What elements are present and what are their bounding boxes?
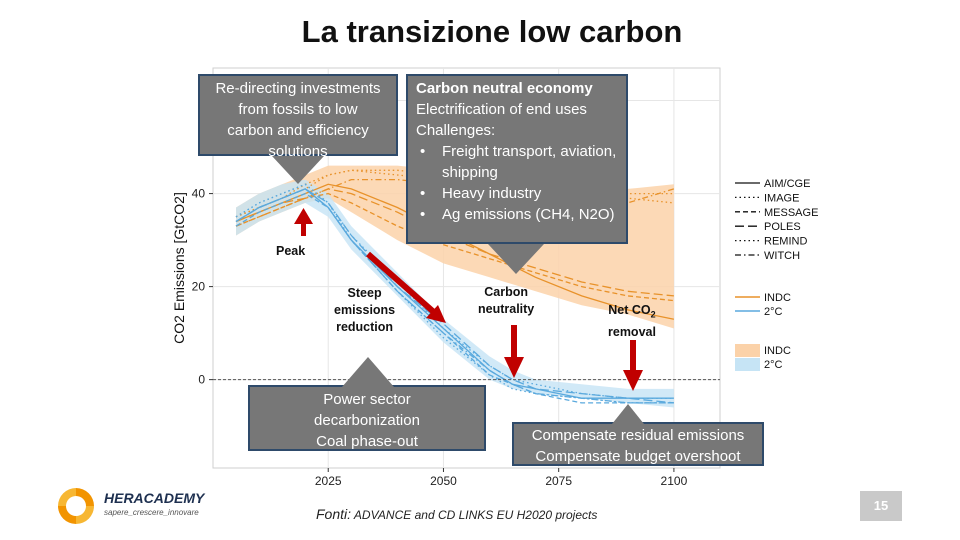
legend-model-label: WITCH <box>764 250 800 262</box>
heracademy-logo-icon <box>58 488 94 524</box>
indc-series-poles <box>235 188 674 297</box>
callout-line: Re-directing investments <box>215 80 381 97</box>
slide-title: La transizione low carbon <box>301 14 683 49</box>
annotation-line: Steep <box>347 286 382 300</box>
callout-line: Electrification of end uses <box>416 101 587 118</box>
callout-line: carbon and efficiency <box>227 122 369 139</box>
callout-line: from fossils to low <box>238 101 358 118</box>
annotation-line: removal <box>608 324 656 339</box>
y-tick-label: 20 <box>192 280 206 294</box>
callout-line: Challenges: <box>416 122 496 139</box>
challenges-list: Freight transport, aviation, shipping He… <box>416 141 618 225</box>
carbon-neutrality-arrow <box>504 325 524 378</box>
challenge-item: Freight transport, aviation, shipping <box>420 141 618 183</box>
callout-pointer <box>342 357 394 387</box>
challenge-item: Ag emissions (CH4, N2O) <box>420 204 618 225</box>
callout-line: decarbonization <box>314 412 420 429</box>
arrow-layer <box>294 208 643 391</box>
net-removal-arrow <box>623 340 643 391</box>
logo-name: HERACADEMY <box>104 490 205 506</box>
annotation-net-co2-removal: Net CO2 removal <box>608 302 656 341</box>
callout-line: Coal phase-out <box>316 433 418 450</box>
legend-model-label: IMAGE <box>764 192 799 204</box>
callout-carbon-neutral-economy: Carbon neutral economy Electrification o… <box>406 74 628 274</box>
page-number: 15 <box>860 491 902 521</box>
annotation-peak: Peak <box>276 244 306 258</box>
annotation-line: neutrality <box>478 302 535 316</box>
callout-line: Compensate residual emissions <box>531 427 745 444</box>
legend-range-label: 2°C <box>764 359 783 371</box>
x-tick-label: 2050 <box>430 474 457 488</box>
x-tick-label: 2100 <box>661 474 688 488</box>
legend-range-key <box>735 358 760 371</box>
y-tick-label: 0 <box>198 373 205 387</box>
legend-model-label: MESSAGE <box>764 207 818 219</box>
legend-scenario-label: INDC <box>764 292 791 304</box>
legend-scenario-label: 2°C <box>764 306 783 318</box>
annotation-line: emissions <box>334 303 396 317</box>
challenge-item: Heavy industry <box>420 183 618 204</box>
y-tick-label: 40 <box>192 187 206 201</box>
x-tick-label: 2075 <box>545 474 572 488</box>
steep-reduction-arrow <box>366 251 446 323</box>
sources-prefix: Fonti: <box>316 506 352 522</box>
callout-pointer <box>612 404 644 424</box>
annotation-line: Carbon <box>484 285 528 299</box>
annotation-text: Net CO <box>608 303 651 317</box>
two-degree-series-witch <box>235 188 674 404</box>
legend-range-label: INDC <box>764 345 791 357</box>
annotation-carbon-neutrality: Carbon neutrality <box>478 284 534 318</box>
callout-line: Compensate budget overshoot <box>535 448 741 465</box>
callout-line: solutions <box>268 143 328 160</box>
sources-note: Fonti: ADVANCE and CD LINKS EU H2020 pro… <box>316 506 597 522</box>
annotation-line: Net CO2 <box>608 302 656 324</box>
x-tick-label: 2025 <box>315 474 342 488</box>
sources-text: ADVANCE and CD LINKS EU H2020 projects <box>351 508 598 522</box>
peak-arrow <box>294 208 313 236</box>
y-axis-label: CO2 Emissions [GtCO2] <box>171 192 187 344</box>
two-degree-range-band <box>236 179 674 408</box>
legend-model-label: AIM/CGE <box>764 178 810 190</box>
callout-power-sector: Power sector decarbonization Coal phase-… <box>248 357 486 451</box>
two-degree-series-remind <box>235 183 674 404</box>
callout-compensate: Compensate residual emissions Compensate… <box>512 404 764 466</box>
callout-pointer <box>272 156 324 184</box>
callout-pointer <box>488 244 544 274</box>
annotation-subscript: 2 <box>650 309 656 320</box>
series-layer <box>235 169 675 404</box>
annotation-steep-reduction: Steep emissions reduction <box>334 285 395 336</box>
annotation-line: reduction <box>336 320 394 334</box>
legend-model-label: REMIND <box>764 236 807 248</box>
legend: AIM/CGE IMAGE MESSAGE POLES REMIND WITCH INDC 2… <box>735 178 818 371</box>
callout-redirecting-investments: Re-directing investments from fossils to… <box>198 74 398 184</box>
callout-heading: Carbon neutral economy <box>416 80 593 97</box>
legend-model-label: POLES <box>764 221 801 233</box>
logo-tagline: sapere_crescere_innovare <box>104 508 199 517</box>
indc-series-witch <box>235 178 675 227</box>
legend-range-key <box>735 344 760 357</box>
callout-line: Power sector <box>323 391 411 408</box>
